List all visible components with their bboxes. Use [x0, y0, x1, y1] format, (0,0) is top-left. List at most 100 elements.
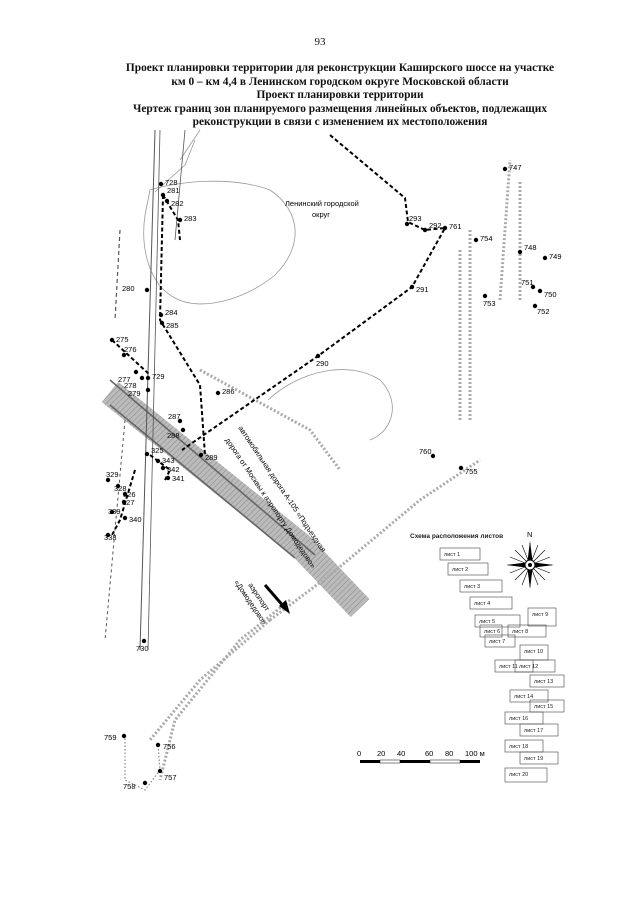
- boundary-point-328: [115, 483, 121, 489]
- boundary-point-279: [145, 387, 151, 393]
- sheet-box-15: [529, 699, 565, 713]
- compass-rose-icon: N: [506, 530, 554, 589]
- sheet-box-3: [459, 579, 503, 593]
- boundary-point-340: [122, 515, 128, 521]
- point-label-285: 285: [166, 321, 179, 330]
- point-label-751: 751: [521, 278, 534, 287]
- sheet-box-17: [519, 723, 559, 737]
- lower-boundary: [124, 735, 161, 791]
- sheet-label-10: лист 10: [524, 649, 543, 655]
- boundary-point-757: [157, 768, 163, 774]
- boundary-point-748: [517, 249, 523, 255]
- point-label-340: 340: [129, 515, 142, 524]
- boundary-point-293: [404, 221, 410, 227]
- sheet-label-14: лист 14: [514, 694, 533, 700]
- district-boundaries: [143, 129, 393, 441]
- point-label-759: 759: [104, 733, 117, 742]
- airport-arrow: [263, 584, 290, 614]
- boundary-point-289: [198, 452, 204, 458]
- scale-tick-0: 0: [357, 749, 361, 758]
- boundary-point-278: [139, 375, 145, 381]
- sheet-label-2: лист 2: [452, 567, 468, 573]
- point-label-293: 293: [409, 214, 422, 223]
- point-label-329: 329: [106, 470, 119, 479]
- sheet-label-4: лист 4: [474, 601, 490, 607]
- boundary-point-751: [530, 284, 536, 290]
- point-label-325: 325: [151, 446, 164, 455]
- point-label-748: 748: [524, 243, 537, 252]
- point-label-284: 284: [165, 308, 178, 317]
- boundary-point-287: [177, 418, 183, 424]
- sheet-label-1: лист 1: [444, 552, 460, 558]
- sheet-box-19: [519, 751, 559, 765]
- boundary-point-728: [158, 181, 164, 187]
- boundary-point-760: [430, 453, 436, 459]
- compass-north-label: N: [527, 530, 532, 539]
- point-label-750: 750: [544, 290, 557, 299]
- boundary-point-339: [109, 509, 115, 515]
- point-label-755: 755: [465, 467, 478, 476]
- boundary-point-280: [144, 287, 150, 293]
- boundary-point-758: [142, 780, 148, 786]
- title-line-4: Чертеж границ зон планируемого размещени…: [132, 102, 548, 115]
- boundary-point-283: [177, 217, 183, 223]
- title-line-5: реконструкции в связи с изменением их ме…: [192, 116, 488, 128]
- sheet-label-17: лист 17: [524, 728, 543, 734]
- boundary-point-277: [133, 369, 139, 375]
- title-line-1: Проект планировки территории для реконст…: [125, 62, 555, 74]
- point-label-279: 279: [128, 389, 141, 398]
- sheet-box-8: [507, 624, 547, 638]
- point-label-343: 343: [162, 456, 175, 465]
- point-label-327: 327: [122, 498, 135, 507]
- point-label-728: 728: [165, 178, 178, 187]
- boundary-point-282: [164, 198, 170, 204]
- point-label-291: 291: [416, 285, 429, 294]
- boundary-point-756: [155, 742, 161, 748]
- boundary-point-276: [121, 352, 127, 358]
- boundary-point-288: [180, 427, 186, 433]
- point-label-275: 275: [116, 335, 129, 344]
- point-label-753: 753: [483, 299, 496, 308]
- boundary-point-325: [144, 451, 150, 457]
- sheet-label-11: лист 11: [499, 664, 518, 670]
- point-label-281: 281: [167, 186, 180, 195]
- sheet-box-12: [514, 659, 556, 673]
- sheet-label-20: лист 20: [509, 772, 528, 778]
- sheet-label-7: лист 7: [489, 639, 505, 645]
- point-label-749: 749: [549, 252, 562, 261]
- point-label-328: 328: [114, 484, 127, 493]
- sheet-box-2: [447, 562, 489, 576]
- page-number: 93: [314, 36, 326, 48]
- boundary-point-286: [215, 390, 221, 396]
- point-label-289: 289: [205, 453, 218, 462]
- highway-a105: [101, 379, 370, 617]
- boundary-point-284: [158, 312, 164, 318]
- point-label-278: 278: [124, 381, 137, 390]
- boundary-point-754: [473, 237, 479, 243]
- boundary-point-338: [105, 532, 111, 538]
- scale-tick-80: 80: [445, 749, 453, 758]
- point-label-326: 326: [123, 490, 136, 499]
- point-label-341: 341: [172, 474, 185, 483]
- boundary-point-329: [105, 477, 111, 483]
- sheet-box-4: [469, 596, 513, 610]
- point-label-276: 276: [124, 345, 137, 354]
- sheet-scheme-title: Схема расположения листов: [410, 533, 503, 540]
- boundary-point-285: [159, 320, 165, 326]
- boundary-point-281: [160, 192, 166, 198]
- point-label-287: 287: [168, 412, 181, 421]
- sheet-label-18: лист 18: [509, 744, 528, 750]
- boundary-point-747: [502, 166, 508, 172]
- boundary-point-290: [315, 353, 321, 359]
- point-label-290: 290: [316, 359, 329, 368]
- point-label-282: 282: [171, 199, 184, 208]
- district-label-line1: Ленинский городской: [285, 199, 359, 208]
- point-label-757: 757: [164, 773, 177, 782]
- point-label-730: 730: [136, 644, 149, 653]
- boundary-points: 7282812822832802842852752762772782797292…: [104, 163, 562, 791]
- point-label-288: 288: [167, 431, 180, 440]
- scale-bar: 0 20 40 60 80 100 м: [357, 749, 485, 764]
- sheet-label-6: лист 6: [484, 629, 500, 635]
- sheet-label-12: лист 12: [519, 664, 538, 670]
